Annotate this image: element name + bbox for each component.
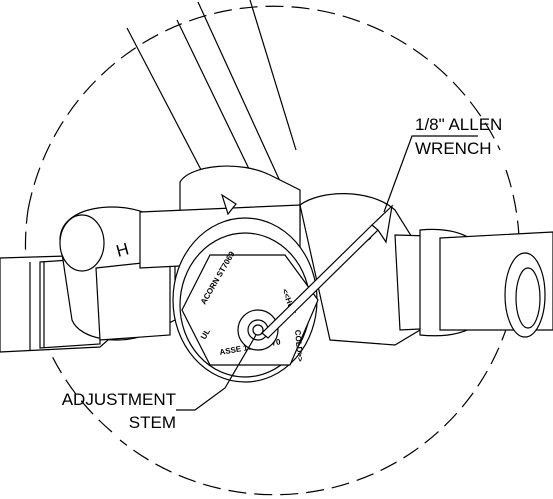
adjustment-stem-label-line2: STEM xyxy=(129,413,176,432)
adjustment-stem xyxy=(252,324,264,336)
adjustment-stem-callout: ADJUSTMENT STEM xyxy=(62,334,257,432)
right-pipe xyxy=(439,231,553,338)
temperature-dial: ACORN ST7069 <<HOT COLD>> ASSE 1069/1070… xyxy=(172,217,319,383)
allen-wrench-callout: 1/8" ALLEN WRENCH xyxy=(383,115,502,213)
adjustment-stem-label-line1: ADJUSTMENT xyxy=(62,390,176,409)
hex-nut xyxy=(181,254,319,366)
hot-inlet-label: H xyxy=(114,239,131,261)
allen-wrench xyxy=(261,204,393,339)
cold-arrow-marking: COLD>> xyxy=(293,329,305,362)
allen-wrench-label-line1: 1/8" ALLEN xyxy=(415,115,502,134)
allen-wrench-label-line2: WRENCH xyxy=(415,139,492,158)
detail-boundary-circle xyxy=(24,5,520,496)
